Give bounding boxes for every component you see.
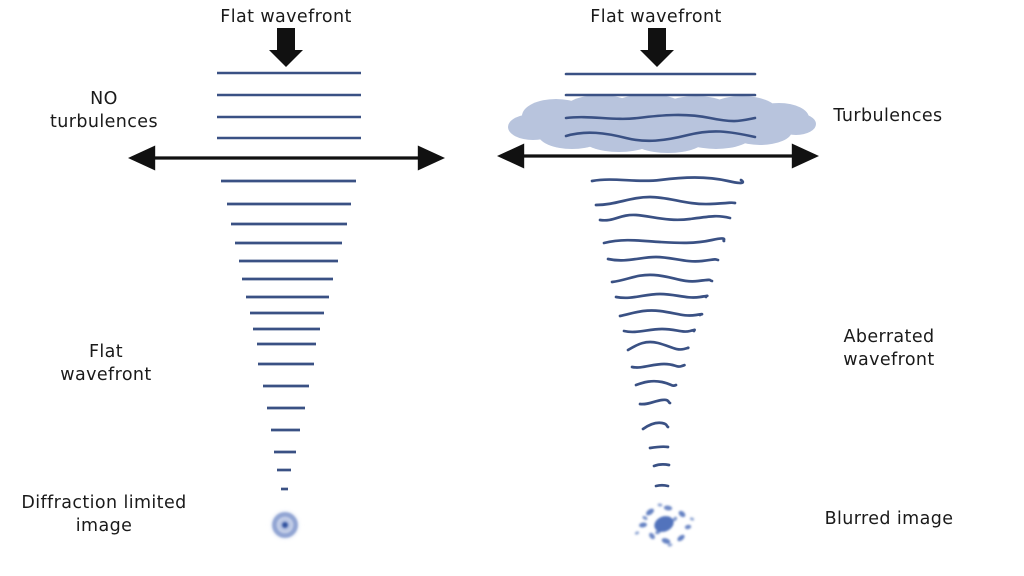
wavefront-line-wavy xyxy=(648,445,670,450)
speckle-pattern-icon xyxy=(634,503,695,547)
wavefront-line-wavy xyxy=(610,273,714,284)
wavefront-line-wavy xyxy=(654,483,670,488)
label-diffraction-limited-image: Diffraction limited image xyxy=(21,493,187,536)
label-flat-wavefront-bottom: Flat wavefront xyxy=(60,342,152,385)
label-blurred-image: Blurred image xyxy=(824,509,954,529)
converging-flat-wavefronts xyxy=(221,179,356,491)
wavefront-line-wavy xyxy=(622,327,696,334)
wavefront-line-wavy xyxy=(638,398,672,406)
wavefront-line-wavy xyxy=(626,340,690,352)
incoming-flat-wavefronts xyxy=(217,71,361,140)
wavefront-line-wavy xyxy=(618,309,704,318)
label-no-turbulences: NO turbulences xyxy=(50,89,158,132)
wavefront-line-wavy xyxy=(598,213,732,222)
converging-aberrated-wavefronts xyxy=(590,176,745,488)
wavefront-line-wavy xyxy=(652,462,671,468)
airy-disk-icon xyxy=(268,508,302,542)
wavefront-line-wavy xyxy=(630,362,686,369)
down-arrow-icon xyxy=(640,28,674,67)
wavefront-line-wavy xyxy=(614,292,709,300)
label-flat-wavefront-right: Flat wavefront xyxy=(590,7,722,27)
wavefront-line-wavy xyxy=(564,113,757,123)
label-flat-wavefront-left: Flat wavefront xyxy=(220,7,352,27)
wavefront-line-wavy xyxy=(606,255,720,263)
wavefront-line-wavy xyxy=(602,237,726,245)
no-turbulence-panel xyxy=(128,28,445,542)
turbulence-panel xyxy=(497,28,819,547)
down-arrow-icon xyxy=(269,28,303,67)
wavefront-line-wavy xyxy=(634,379,678,387)
label-aberrated-wavefront: Aberrated wavefront xyxy=(843,327,935,370)
label-turbulences: Turbulences xyxy=(833,106,943,126)
wavefront-line-wavy xyxy=(590,176,745,185)
turbulence-cloud-icon xyxy=(508,94,816,153)
wavefront-line-wavy xyxy=(594,195,737,207)
wavefront-line-wavy xyxy=(564,130,757,143)
incoming-wavefronts xyxy=(564,72,757,143)
wavefront-line-wavy xyxy=(641,421,670,431)
